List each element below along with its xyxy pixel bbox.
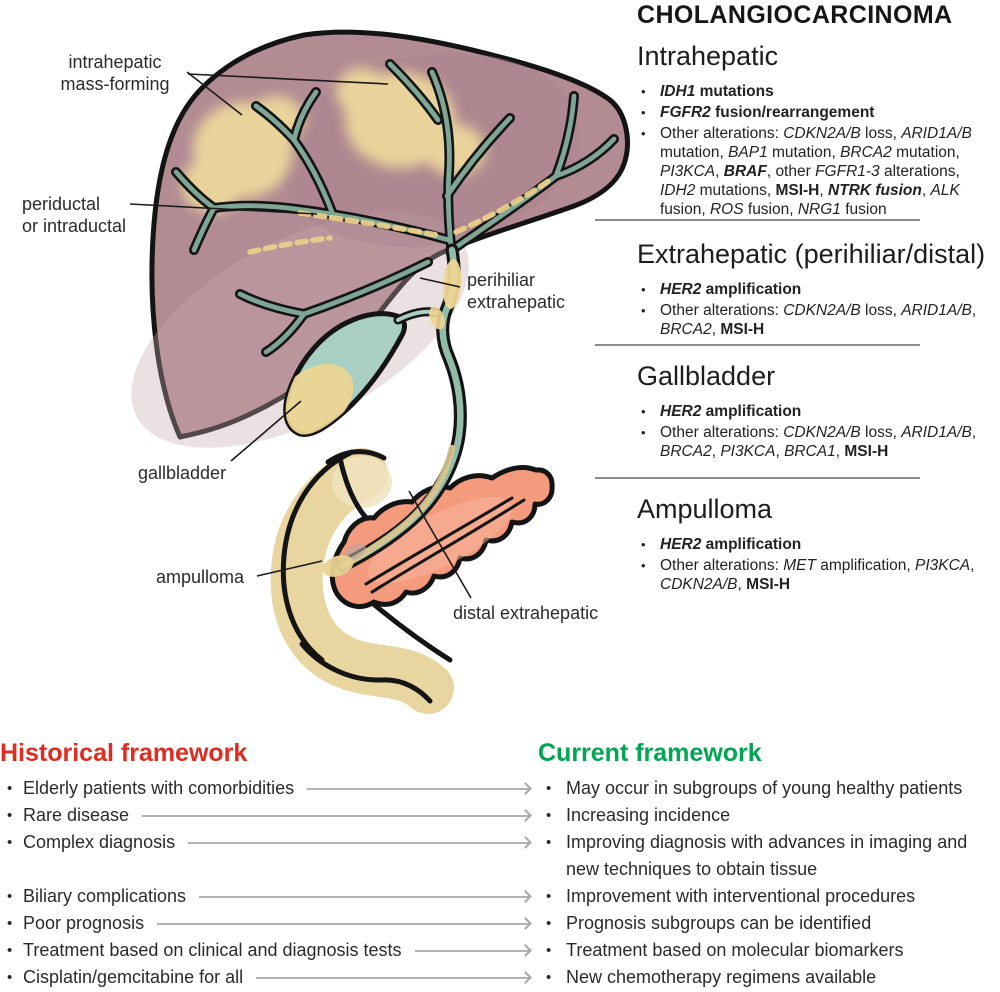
label-ampulloma: ampulloma xyxy=(156,567,245,587)
section-intrahepatic: Intrahepatic IDH1 mutations FGFR2 fusion… xyxy=(637,41,992,221)
current-item: Treatment based on molecular biomarkers xyxy=(538,937,1000,964)
label-perihiliar-extrahepatic: perihiliar extrahepatic xyxy=(467,270,565,314)
historical-item: Biliary complications xyxy=(0,883,538,910)
section-heading: Extrahepatic (perihiliar/distal) xyxy=(637,239,986,269)
historical-item: Complex diagnosis xyxy=(0,829,538,883)
arrow-head-icon xyxy=(519,944,532,957)
label-perihiliar-line1: perihiliar xyxy=(467,270,536,290)
historical-item: Treatment based on clinical and diagnosi… xyxy=(0,937,538,964)
arrow-head-icon xyxy=(519,809,532,822)
panel-title: CHOLANGIOCARCINOMA xyxy=(637,1,953,29)
arrow-connector xyxy=(256,964,532,991)
common-bile-duct xyxy=(335,243,467,573)
current-item: New chemotherapy regimens available xyxy=(538,964,1000,991)
line-gallbladder xyxy=(230,400,302,462)
bullet-item: HER2 amplification xyxy=(637,535,992,554)
framework-headings: Historical framework Current framework xyxy=(0,737,1000,769)
line-perihiliar xyxy=(419,277,461,288)
line-distal xyxy=(408,490,472,599)
arrow-connector xyxy=(307,775,532,802)
label-periductal-intraductal: periductal or intraductal xyxy=(22,194,126,238)
intrahepatic-tumor-masses xyxy=(182,68,485,213)
arrow-connector xyxy=(188,829,532,856)
biliary-tree xyxy=(171,59,619,357)
arrow-connector xyxy=(199,883,532,910)
label-gallbladder: gallbladder xyxy=(138,463,227,483)
section-ampulloma: Ampulloma HER2 amplification Other alter… xyxy=(637,494,992,596)
line-ampulloma xyxy=(256,560,323,577)
current-item: Improving diagnosis with advances in ima… xyxy=(538,829,1000,883)
current-item: Improvement with interventional procedur… xyxy=(538,883,1000,910)
arrow-connector xyxy=(142,802,532,829)
arrow-head-icon xyxy=(519,917,532,930)
arrow-head-icon xyxy=(519,836,532,849)
historical-item: Poor prognosis xyxy=(0,910,538,937)
historical-framework-heading: Historical framework xyxy=(0,739,248,767)
bullet-item: Other alterations: CDKN2A/B loss, ARID1A… xyxy=(637,301,992,339)
section-divider xyxy=(595,477,920,479)
label-intrahepatic-mass-forming: intrahepatic mass-forming xyxy=(40,52,190,96)
arrow-connector xyxy=(414,937,532,964)
historical-item: Rare disease xyxy=(0,802,538,829)
frameworks-comparison: Historical framework Current framework E… xyxy=(0,737,1000,991)
label-perihiliar-line2: extrahepatic xyxy=(467,291,566,312)
bullet-item: HER2 amplification xyxy=(637,402,992,421)
bullet-item: FGFR2 fusion/rearrangement xyxy=(637,103,992,122)
label-periductal-line2: or intraductal xyxy=(22,215,127,236)
bullet-item: Other alterations: CDKN2A/B loss, ARID1A… xyxy=(637,423,992,461)
periductal-tumor-dashes xyxy=(247,177,553,255)
extrahepatic-tumor-marks xyxy=(322,259,462,577)
section-gallbladder: Gallbladder HER2 amplification Other alt… xyxy=(637,361,992,463)
arrow-connector xyxy=(157,910,532,937)
current-item: Increasing incidence xyxy=(538,802,1000,829)
gallbladder-shape xyxy=(283,307,450,437)
section-heading: Ampulloma xyxy=(637,494,773,524)
label-distal-extrahepatic: distal extrahepatic xyxy=(453,603,599,623)
section-heading: Intrahepatic xyxy=(637,41,779,71)
line-periductal xyxy=(129,203,318,215)
anatomy-illustration xyxy=(129,29,630,714)
bullet-item: HER2 amplification xyxy=(637,280,992,299)
historical-item: Elderly patients with comorbidities xyxy=(0,775,538,802)
arrow-head-icon xyxy=(519,890,532,903)
line-mass-right xyxy=(187,73,389,85)
label-pointer-lines xyxy=(129,71,472,599)
current-framework-heading: Current framework xyxy=(538,739,762,767)
section-divider xyxy=(595,219,920,221)
arrow-head-icon xyxy=(519,971,532,984)
section-divider xyxy=(595,344,920,346)
arrow-head-icon xyxy=(519,782,532,795)
bullet-item: Other alterations: CDKN2A/B loss, ARID1A… xyxy=(637,124,992,219)
pancreas xyxy=(329,465,555,609)
label-periductal-line1: periductal xyxy=(22,194,101,214)
section-heading: Gallbladder xyxy=(637,361,776,391)
section-extrahepatic: Extrahepatic (perihiliar/distal) HER2 am… xyxy=(637,239,992,341)
bullet-item: Other alterations: MET amplification, PI… xyxy=(637,556,992,594)
current-item: May occur in subgroups of young healthy … xyxy=(538,775,1000,802)
line-mass-left xyxy=(186,71,243,116)
framework-rows: Elderly patients with comorbidities May … xyxy=(0,775,1000,991)
historical-item: Cisplatin/gemcitabine for all xyxy=(0,964,538,991)
label-intrahepatic-line2: mass-forming xyxy=(60,73,170,94)
molecular-alterations-panel: CHOLANGIOCARCINOMA Intrahepatic IDH1 mut… xyxy=(595,0,1000,625)
bullet-item: IDH1 mutations xyxy=(637,82,992,101)
current-item: Prognosis subgroups can be identified xyxy=(538,910,1000,937)
label-intrahepatic-line1: intrahepatic xyxy=(68,52,162,72)
